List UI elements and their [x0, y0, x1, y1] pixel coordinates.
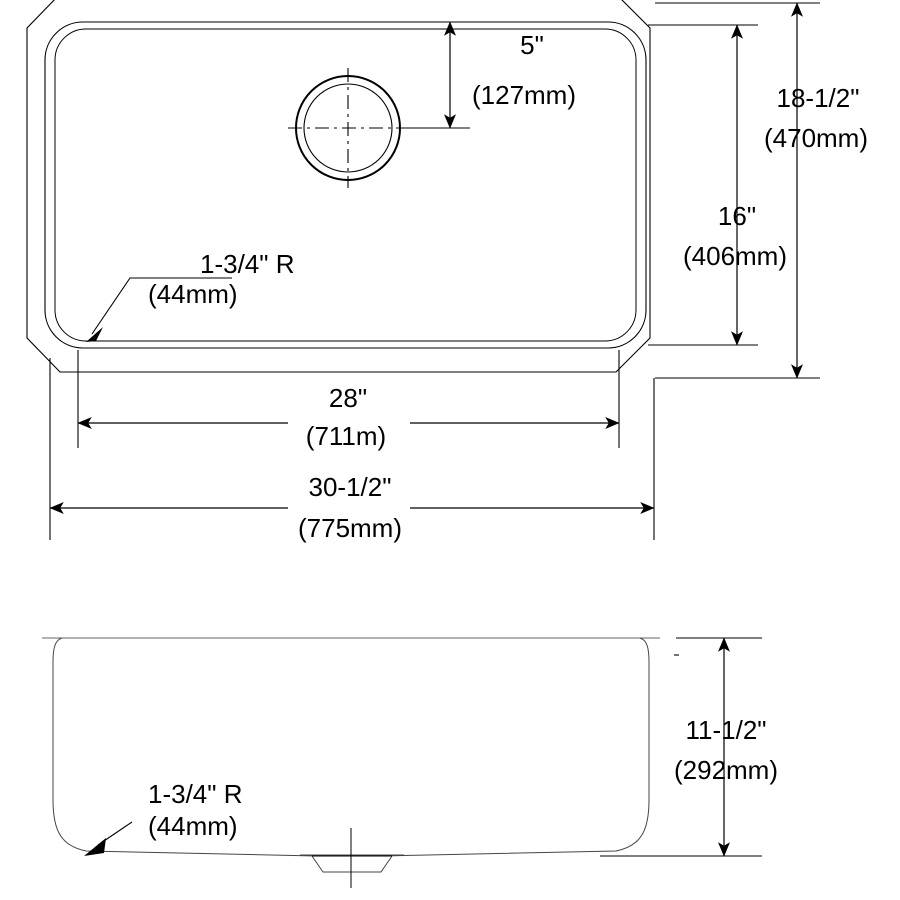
dim-label-section-depth-imperial: 11-1/2": [685, 715, 766, 745]
radius-label-section-imperial: 1-3/4" R: [148, 779, 243, 809]
callout-corner-radius-top-view: 1-3/4" R (44mm): [86, 249, 295, 342]
section-bowl-profile: [52, 637, 317, 857]
dim-label-overall-depth-imperial: 18-1/2": [777, 83, 860, 113]
dim-bowl-front-to-back: 16" (406mm): [648, 24, 787, 346]
section-bowl-profile-right: [379, 637, 650, 857]
dim-label-overall-width-metric: (775mm): [298, 513, 402, 543]
dim-label-drain-offset-metric: (127mm): [472, 80, 576, 110]
dim-overall-front-to-back: 18-1/2" (470mm): [655, 2, 868, 379]
dim-label-bowl-width-metric: (711m): [306, 421, 386, 451]
radius-leader-arrowhead: [86, 327, 103, 342]
sink-outer-rim-outline: [26, 0, 651, 373]
sink-bowl-inner-edge: [54, 28, 637, 342]
dim-label-section-depth-metric: (292mm): [674, 755, 778, 785]
dim-label-bowl-depth-metric: (406mm): [683, 241, 787, 271]
dim-label-overall-depth-metric: (470mm): [764, 123, 868, 153]
radius-leader-line: [91, 277, 232, 335]
section-view-group: 11-1/2" (292mm) 1-3/4" R (44mm): [42, 637, 778, 888]
radius-label-section-metric: (44mm): [148, 811, 238, 841]
dim-bowl-vertical-depth: 11-1/2" (292mm): [600, 637, 778, 857]
callout-corner-radius-section-view: 1-3/4" R (44mm): [84, 779, 243, 856]
sink-bowl-outer-edge: [44, 21, 647, 349]
drain-inner-circle: [303, 83, 393, 173]
radius-leader-arrowhead-section: [84, 838, 106, 856]
dim-drain-offset: 5" (127mm): [348, 21, 576, 129]
section-drain-recess: [311, 855, 393, 873]
radius-label-top-metric: (44mm): [148, 279, 238, 309]
dim-label-overall-width-imperial: 30-1/2": [309, 472, 392, 502]
top-view-group: 5" (127mm) 16" (406mm) 18-1/2" (470mm): [26, 0, 868, 543]
dim-label-drain-offset-imperial: 5": [520, 30, 544, 60]
dim-bowl-width: 28" (711m): [77, 350, 620, 451]
dim-label-bowl-depth-imperial: 16": [718, 201, 756, 231]
dim-label-bowl-width-imperial: 28": [329, 383, 367, 413]
radius-label-top-imperial: 1-3/4" R: [200, 249, 295, 279]
dim-overall-width: 30-1/2" (775mm): [49, 358, 655, 543]
